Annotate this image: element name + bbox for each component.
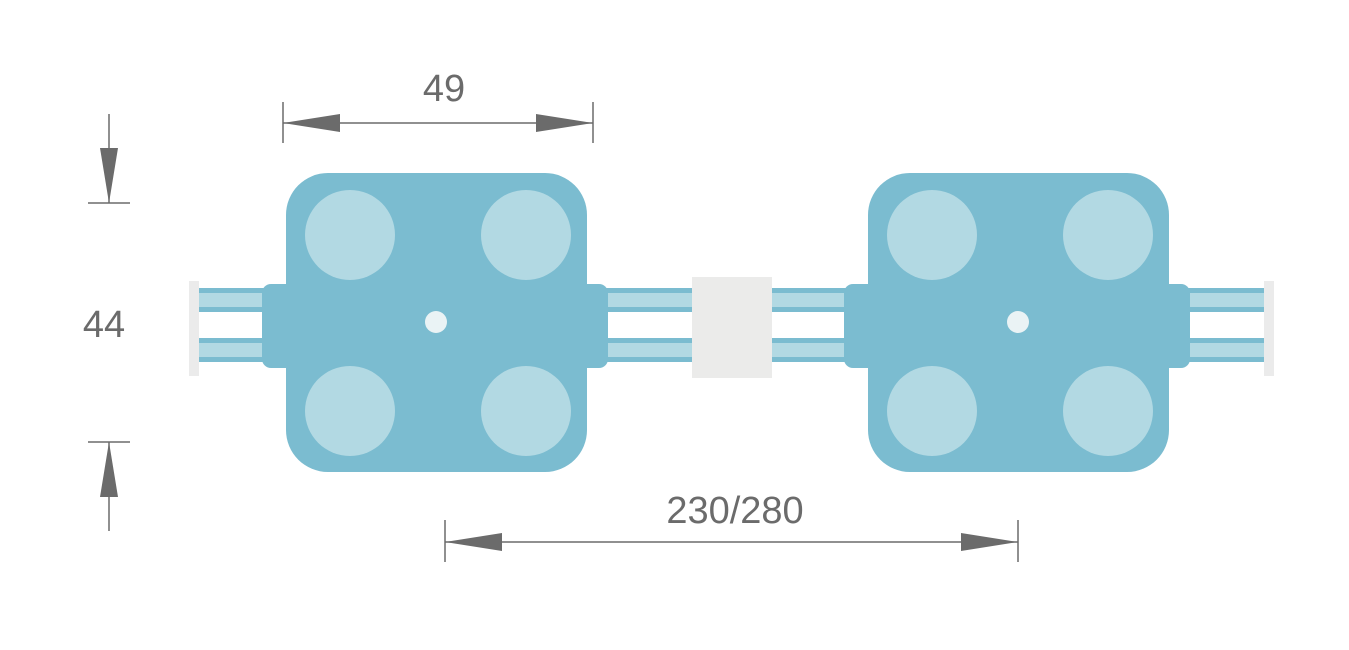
wire-grommet-right [1146,284,1190,368]
led-module-left [262,173,608,472]
wire-grommet-left [262,284,308,368]
arrowhead-icon [100,442,118,497]
led-top-left [305,190,395,280]
arrowhead-icon [961,533,1018,551]
right-end-cap [1264,281,1274,376]
led-module-right [844,173,1190,472]
width-dimension: 49 [282,68,594,143]
led-bottom-left [305,366,395,456]
arrowhead-icon [445,533,502,551]
connector-clip [692,277,772,378]
led-bottom-left [887,366,977,456]
wire-grommet-right [564,284,608,368]
arrowhead-icon [100,148,118,203]
led-top-right [1063,190,1153,280]
led-bottom-right [481,366,571,456]
height-label: 44 [83,304,125,346]
arrowhead-icon [536,114,593,132]
led-top-right [481,190,571,280]
led-top-left [887,190,977,280]
arrowhead-icon [283,114,340,132]
height-dimension: 44 [83,114,130,531]
pitch-label: 230/280 [666,490,803,532]
left-end-cap [189,281,199,376]
screw-hole [425,311,447,333]
width-label: 49 [423,68,465,110]
pitch-dimension: 230/280 [444,490,1019,562]
wire-grommet-left [844,284,890,368]
screw-hole [1007,311,1029,333]
led-bottom-right [1063,366,1153,456]
